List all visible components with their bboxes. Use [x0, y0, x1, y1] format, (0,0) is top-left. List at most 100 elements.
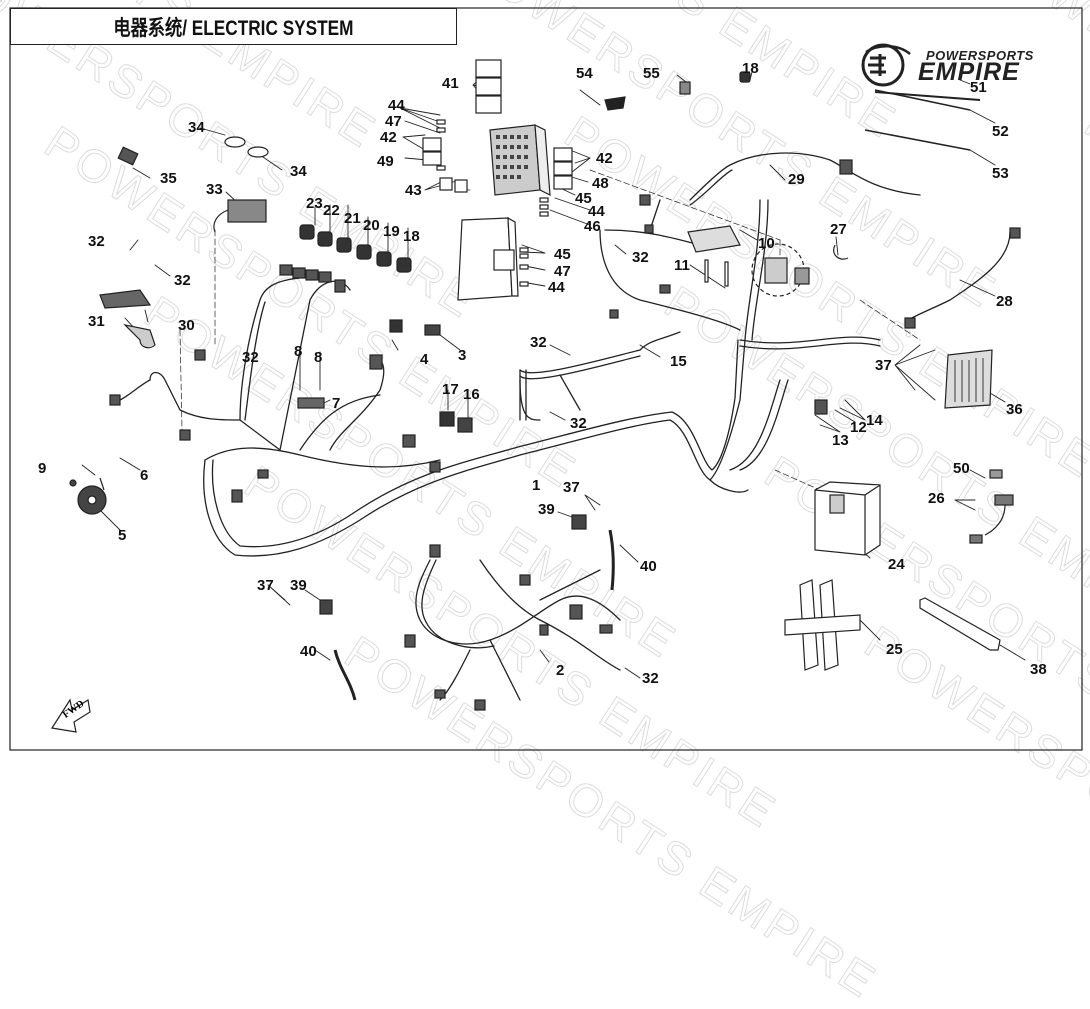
regulator-33 [227, 199, 267, 223]
harness-28 [904, 231, 1011, 323]
cable-40b [333, 649, 357, 701]
cable-52 [874, 89, 971, 111]
callout-46: 46 [584, 218, 601, 235]
callout-32e: 32 [570, 415, 587, 432]
page-title: 电器系统/ ELECTRIC SYSTEM [113, 16, 354, 40]
callout-5: 5 [118, 527, 126, 544]
callout-34b: 34 [290, 163, 307, 180]
sensor-50 [989, 469, 1003, 479]
callout-18a: 18 [403, 228, 420, 245]
callout-32g: 32 [642, 670, 659, 687]
logo-emblem-icon [861, 43, 911, 87]
callout-32b: 32 [174, 272, 191, 289]
battery-24 [814, 481, 881, 556]
callout-18b: 18 [742, 60, 759, 77]
part-4 [389, 319, 403, 333]
strap-38 [919, 597, 1001, 651]
callout-36: 36 [1006, 401, 1023, 418]
callout-40b: 40 [300, 643, 317, 660]
fuse-box [489, 123, 551, 197]
callout-8a: 8 [294, 343, 302, 360]
clip-27 [833, 244, 849, 260]
part-17 [439, 411, 455, 427]
callout-45b: 45 [554, 246, 571, 263]
callout-50: 50 [953, 460, 970, 477]
relay-stack-41 [475, 59, 502, 114]
part-16 [457, 417, 473, 433]
callout-7: 7 [332, 395, 340, 412]
callout-4: 4 [420, 351, 429, 368]
logo-text-empire: EMPIRE [918, 58, 1020, 86]
callout-2: 2 [556, 662, 564, 679]
callout-34a: 34 [188, 119, 205, 136]
main-harness [203, 199, 881, 557]
callout-10: 10 [758, 235, 775, 252]
callout-44c: 44 [548, 279, 565, 296]
callout-16: 16 [463, 386, 480, 403]
part-55 [679, 81, 691, 95]
callout-45a: 45 [575, 190, 592, 207]
harness-connectors [109, 159, 1021, 711]
brand-logo: POWERSPORTS EMPIRE [858, 40, 1058, 90]
callout-32d: 32 [530, 334, 547, 351]
logo-text-powersports: POWERSPORTS [926, 48, 1034, 63]
fwd-indicator: FWD [50, 690, 90, 730]
callout-21: 21 [344, 210, 361, 227]
callout-13: 13 [832, 432, 849, 449]
callout-30: 30 [178, 317, 195, 334]
callout-32c: 32 [242, 349, 259, 366]
callout-11: 11 [674, 257, 690, 274]
exploded-parts-diagram: 1 2 3 4 5 6 7 8 8 9 10 11 12 13 14 15 16… [0, 0, 1083, 751]
callout-labels: 1 2 3 4 5 6 7 8 8 9 10 11 12 13 14 15 16… [38, 60, 1047, 687]
lower-harness-2 [415, 559, 621, 701]
harness-15 [519, 331, 681, 421]
callout-19: 19 [383, 223, 400, 240]
clamp-34b [247, 146, 269, 158]
part-54 [604, 96, 626, 111]
switch-35 [117, 146, 139, 166]
callout-39b: 39 [290, 577, 307, 594]
module-10 [687, 225, 741, 253]
callout-42b: 42 [596, 150, 613, 167]
callout-9: 9 [38, 460, 46, 477]
callout-6: 6 [140, 467, 148, 484]
callout-32a: 32 [88, 233, 105, 250]
callout-47a: 47 [385, 113, 402, 130]
relays-42 [422, 137, 573, 193]
callout-8b: 8 [314, 349, 322, 366]
ecu-36 [944, 349, 993, 409]
callout-38: 38 [1030, 661, 1047, 678]
callout-37a: 37 [875, 357, 892, 374]
callout-47b: 47 [554, 263, 571, 280]
leader-lines [0, 0, 1026, 679]
callout-28: 28 [996, 293, 1013, 310]
title-box: 电器系统/ ELECTRIC SYSTEM [10, 8, 457, 45]
callout-29: 29 [788, 171, 805, 188]
relay-39b [319, 599, 333, 615]
callout-42a: 42 [380, 129, 397, 146]
callout-54: 54 [576, 65, 593, 82]
cable-40a [608, 529, 615, 591]
callout-55: 55 [643, 65, 660, 82]
callout-22: 22 [323, 202, 340, 219]
callout-3: 3 [458, 347, 466, 364]
horn-5 [77, 477, 107, 515]
callout-51: 51 [970, 79, 987, 96]
callout-27: 27 [830, 221, 847, 238]
callout-44a: 44 [388, 97, 405, 114]
clamp-34a [224, 136, 246, 148]
callout-1: 1 [532, 477, 540, 494]
callout-49: 49 [377, 153, 394, 170]
part-3 [424, 324, 441, 336]
fwd-label: FWD [60, 698, 87, 721]
callout-15: 15 [670, 353, 687, 370]
callout-31: 31 [88, 313, 105, 330]
battery-holder-25 [784, 579, 861, 671]
callout-39a: 39 [538, 501, 555, 518]
part-7 [297, 397, 325, 409]
relay-39a [571, 514, 587, 530]
callout-37b: 37 [563, 479, 580, 496]
callout-33: 33 [206, 181, 223, 198]
cable-53 [864, 129, 971, 151]
